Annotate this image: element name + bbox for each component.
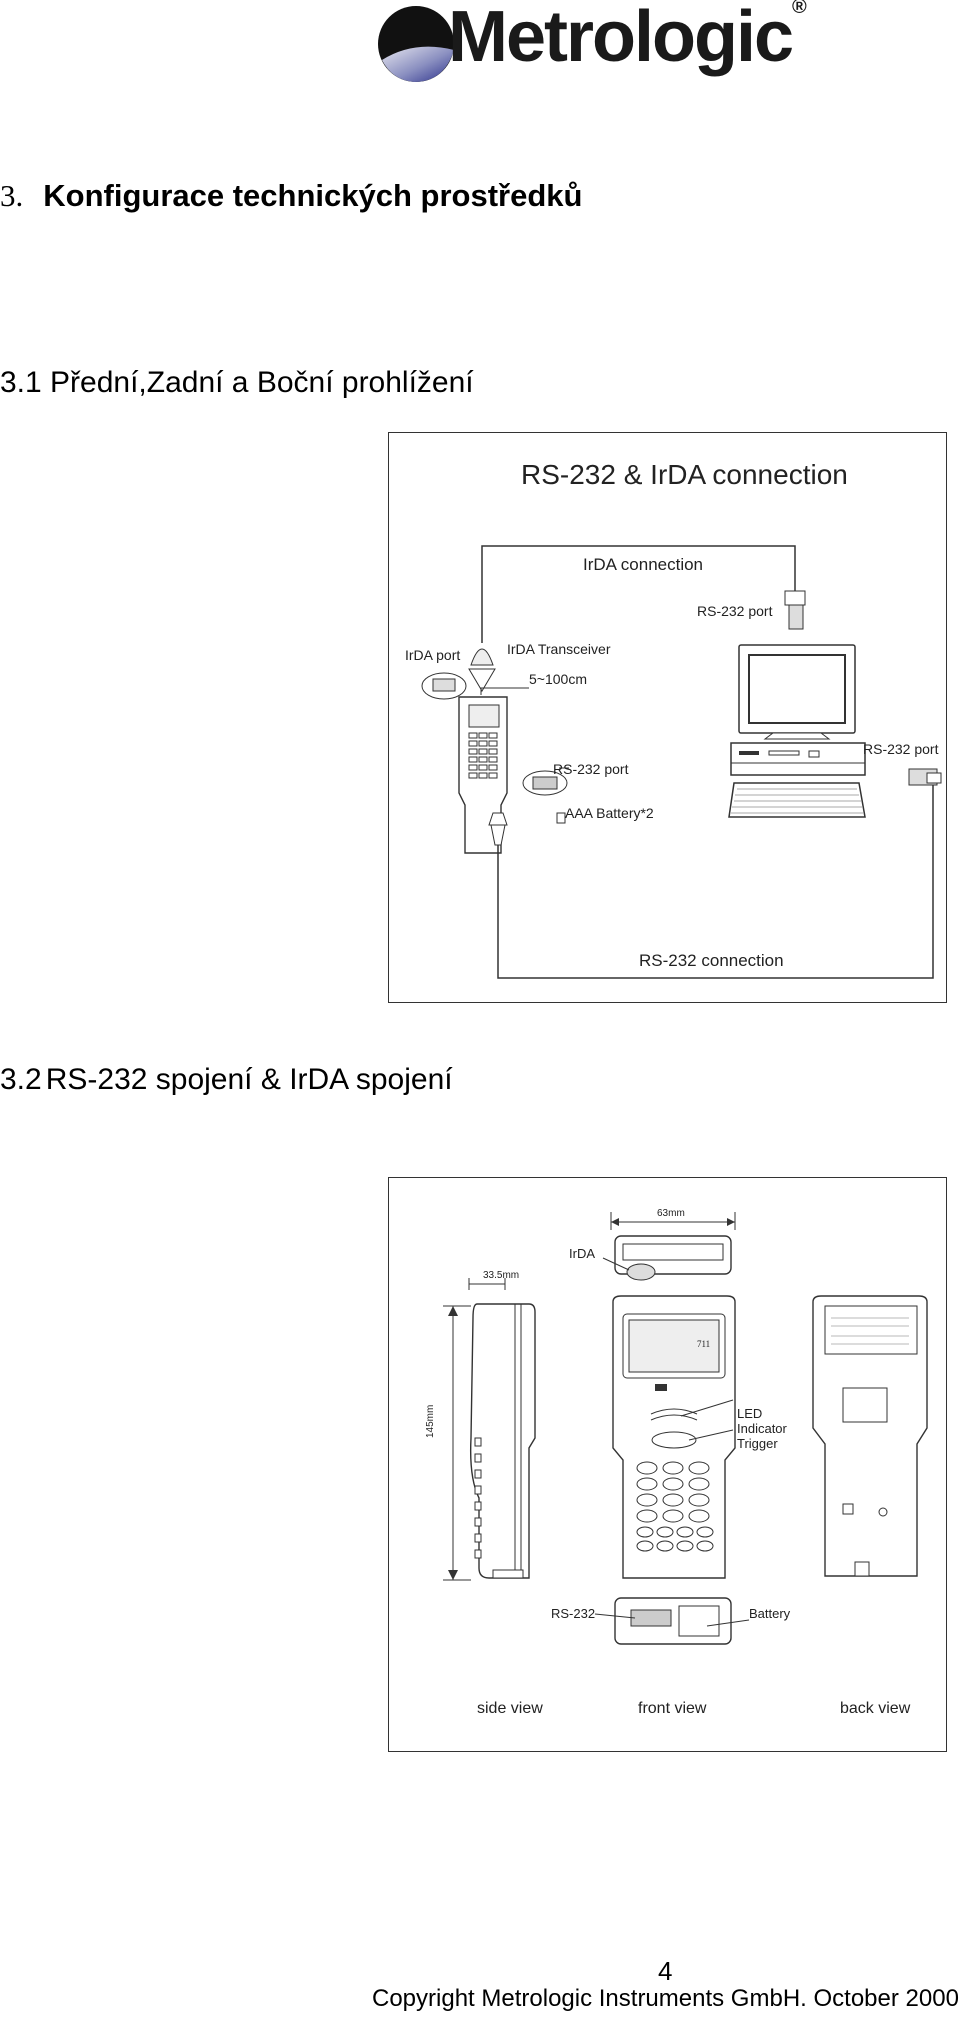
copyright-footer: Copyright Metrologic Instruments GmbH. O… bbox=[372, 1985, 959, 2012]
chapter-number: 3. bbox=[0, 178, 24, 213]
device-views-graphics bbox=[443, 1212, 928, 1645]
section-1-heading: 3.1 Přední,Zadní a Boční prohlížení bbox=[0, 366, 474, 399]
label-trigger: Trigger bbox=[737, 1436, 778, 1451]
figure-connection-diagram: RS-232 & IrDA connection IrDA connection… bbox=[388, 432, 947, 1003]
label-front-view: front view bbox=[638, 1700, 707, 1717]
label-battery-bottom: Battery bbox=[749, 1606, 791, 1621]
logo-wordmark: Metrologic® bbox=[448, 0, 807, 77]
page-number: 4 bbox=[658, 1956, 673, 1986]
section-2-number: 3.2 bbox=[0, 1063, 42, 1096]
section-2-title: RS-232 spojení & IrDA spojení bbox=[45, 1063, 453, 1096]
metrologic-logo bbox=[374, 0, 910, 92]
label-indicator: Indicator bbox=[737, 1421, 787, 1436]
logo-globe-icon bbox=[378, 6, 454, 82]
label-depth-33mm: 33.5mm bbox=[483, 1270, 520, 1281]
label-irda-top: IrDA bbox=[569, 1246, 595, 1261]
label-rs232-connection: RS-232 connection bbox=[639, 951, 784, 970]
label-height-145mm: 145mm bbox=[425, 1404, 436, 1438]
label-distance: 5~100cm bbox=[529, 671, 587, 687]
label-irda-connection: IrDA connection bbox=[583, 555, 704, 574]
label-rs232-port-top: RS-232 port bbox=[697, 603, 773, 619]
label-width-63mm: 63mm bbox=[657, 1208, 685, 1219]
label-rs232-port-pc: RS-232 port bbox=[863, 741, 939, 757]
chapter-heading: 3. Konfigurace technických prostředků bbox=[0, 178, 582, 214]
label-device-model: 711 bbox=[697, 1339, 711, 1349]
label-irda-transceiver: IrDA Transceiver bbox=[507, 641, 611, 657]
label-irda-port: IrDA port bbox=[405, 647, 461, 663]
chapter-title: Konfigurace technických prostředků bbox=[43, 178, 583, 213]
label-back-view: back view bbox=[840, 1700, 911, 1717]
label-battery: AAA Battery*2 bbox=[565, 805, 654, 821]
figure1-title: RS-232 & IrDA connection bbox=[521, 459, 848, 490]
figure-device-views: 63mm IrDA 33.5mm 145mm 711 LED Indicator… bbox=[388, 1177, 947, 1752]
connection-diagram-graphics bbox=[421, 545, 942, 979]
label-rs232-port-device: RS-232 port bbox=[553, 761, 629, 777]
label-rs232-bottom: RS-232 bbox=[551, 1606, 596, 1621]
label-side-view: side view bbox=[477, 1700, 543, 1717]
label-led: LED bbox=[737, 1406, 763, 1421]
